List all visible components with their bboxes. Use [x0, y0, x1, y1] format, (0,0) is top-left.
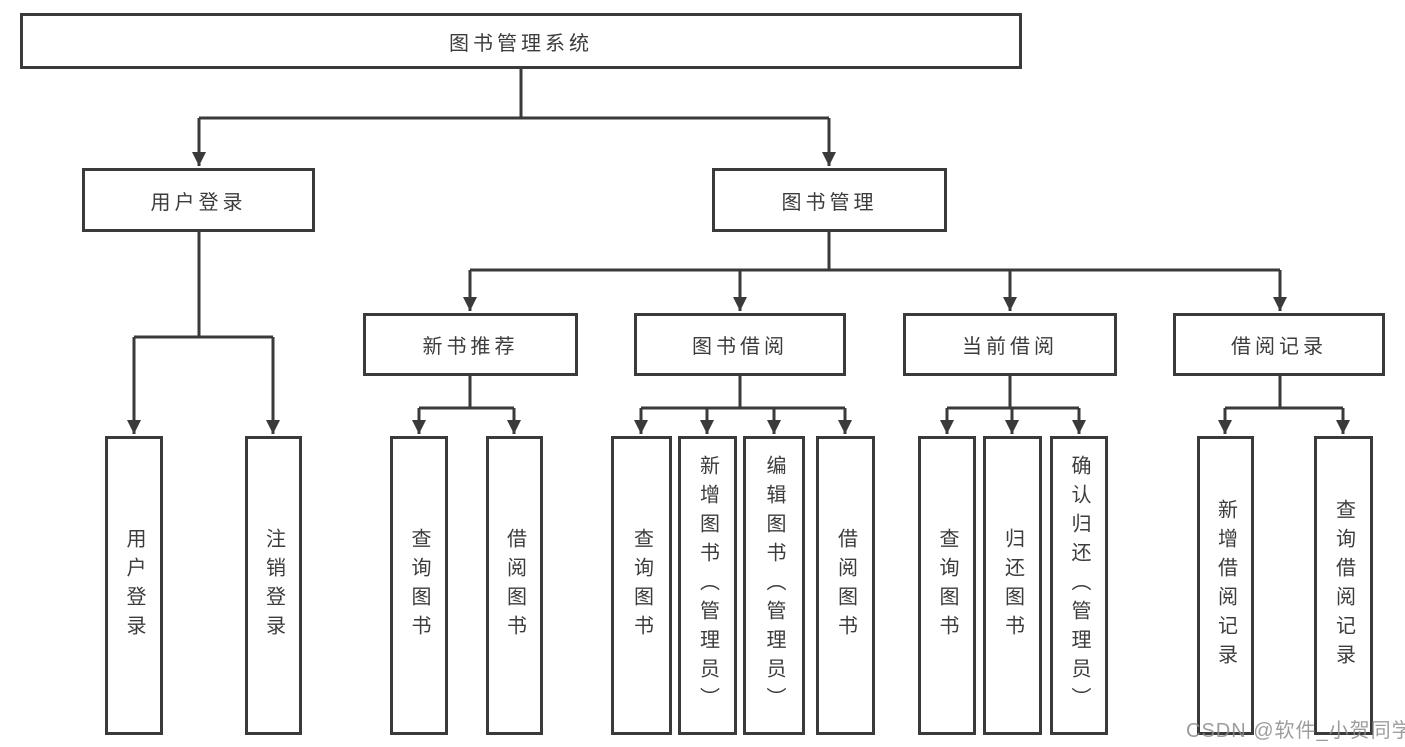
leaf-borrow-books: 借阅图书	[816, 436, 875, 735]
leaf-add-book-admin: 新增图书（管理员）	[678, 436, 737, 735]
leaf-query-books-current: 查询图书	[918, 436, 976, 735]
leaf-add-borrow-record: 新增借阅记录	[1197, 436, 1254, 735]
leaf-query-borrow-record: 查询借阅记录	[1314, 436, 1373, 735]
leaf-query-books-recommend: 查询图书	[390, 436, 448, 735]
watermark: CSDN @软件_小贺同学	[1186, 720, 1405, 742]
node-book-borrow: 图书借阅	[634, 313, 846, 376]
node-new-book-recommend: 新书推荐	[363, 313, 578, 376]
node-borrow-records: 借阅记录	[1173, 313, 1385, 376]
leaf-confirm-return-admin: 确认归还（管理员）	[1050, 436, 1108, 735]
leaf-return-book: 归还图书	[983, 436, 1042, 735]
leaf-edit-book-admin: 编辑图书（管理员）	[743, 436, 805, 735]
node-book-management: 图书管理	[712, 168, 947, 232]
leaf-query-books-borrow: 查询图书	[611, 436, 672, 735]
leaf-user-login: 用户登录	[105, 436, 163, 735]
node-root-system: 图书管理系统	[20, 13, 1022, 69]
leaf-borrow-books-recommend: 借阅图书	[486, 436, 543, 735]
node-current-borrow: 当前借阅	[903, 313, 1117, 376]
node-user-login: 用户登录	[82, 168, 315, 232]
leaf-logout: 注销登录	[245, 436, 302, 735]
